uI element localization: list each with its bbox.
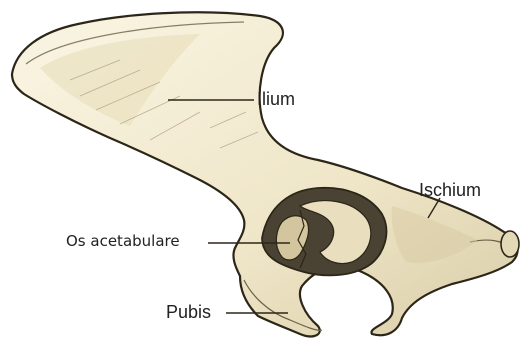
label-pubis: Pubis — [166, 303, 211, 321]
label-os-acetabulare: Os acetabulare — [66, 234, 180, 249]
ischial-tuberosity — [501, 231, 519, 257]
label-ischium: Ischium — [419, 181, 481, 199]
label-ilium: Ilium — [257, 90, 295, 108]
